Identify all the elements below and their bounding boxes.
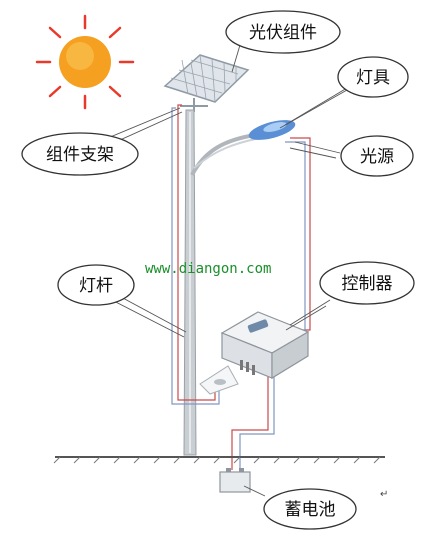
label-battery: 蓄电池 bbox=[285, 500, 336, 520]
label-lamp: 灯具 bbox=[356, 68, 390, 88]
ground-line bbox=[53, 456, 385, 464]
solar-panel-icon bbox=[163, 54, 250, 112]
lamp-head-icon bbox=[248, 120, 296, 140]
callout-controller: 控制器 bbox=[319, 261, 415, 305]
sun-icon bbox=[35, 14, 135, 110]
label-controller: 控制器 bbox=[342, 274, 393, 294]
callout-pv-module: 光伏组件 bbox=[225, 10, 341, 54]
label-module-bracket: 组件支架 bbox=[46, 145, 114, 165]
label-lamp-pole: 灯杆 bbox=[79, 276, 113, 296]
callout-lamp-pole: 灯杆 bbox=[57, 264, 135, 306]
label-light-source: 光源 bbox=[360, 147, 394, 167]
callout-lamp: 灯具 bbox=[337, 56, 409, 98]
label-pv-module: 光伏组件 bbox=[249, 23, 317, 43]
return-mark: ↵ bbox=[380, 489, 388, 500]
battery-icon bbox=[219, 468, 251, 493]
lamp-pole-shape bbox=[183, 109, 261, 456]
controller-box-icon bbox=[199, 311, 310, 395]
callout-battery: 蓄电池 bbox=[263, 488, 357, 530]
callout-module-bracket: 组件支架 bbox=[21, 132, 139, 176]
watermark-url: www.diangon.com bbox=[145, 261, 271, 277]
callout-light-source: 光源 bbox=[340, 135, 414, 177]
